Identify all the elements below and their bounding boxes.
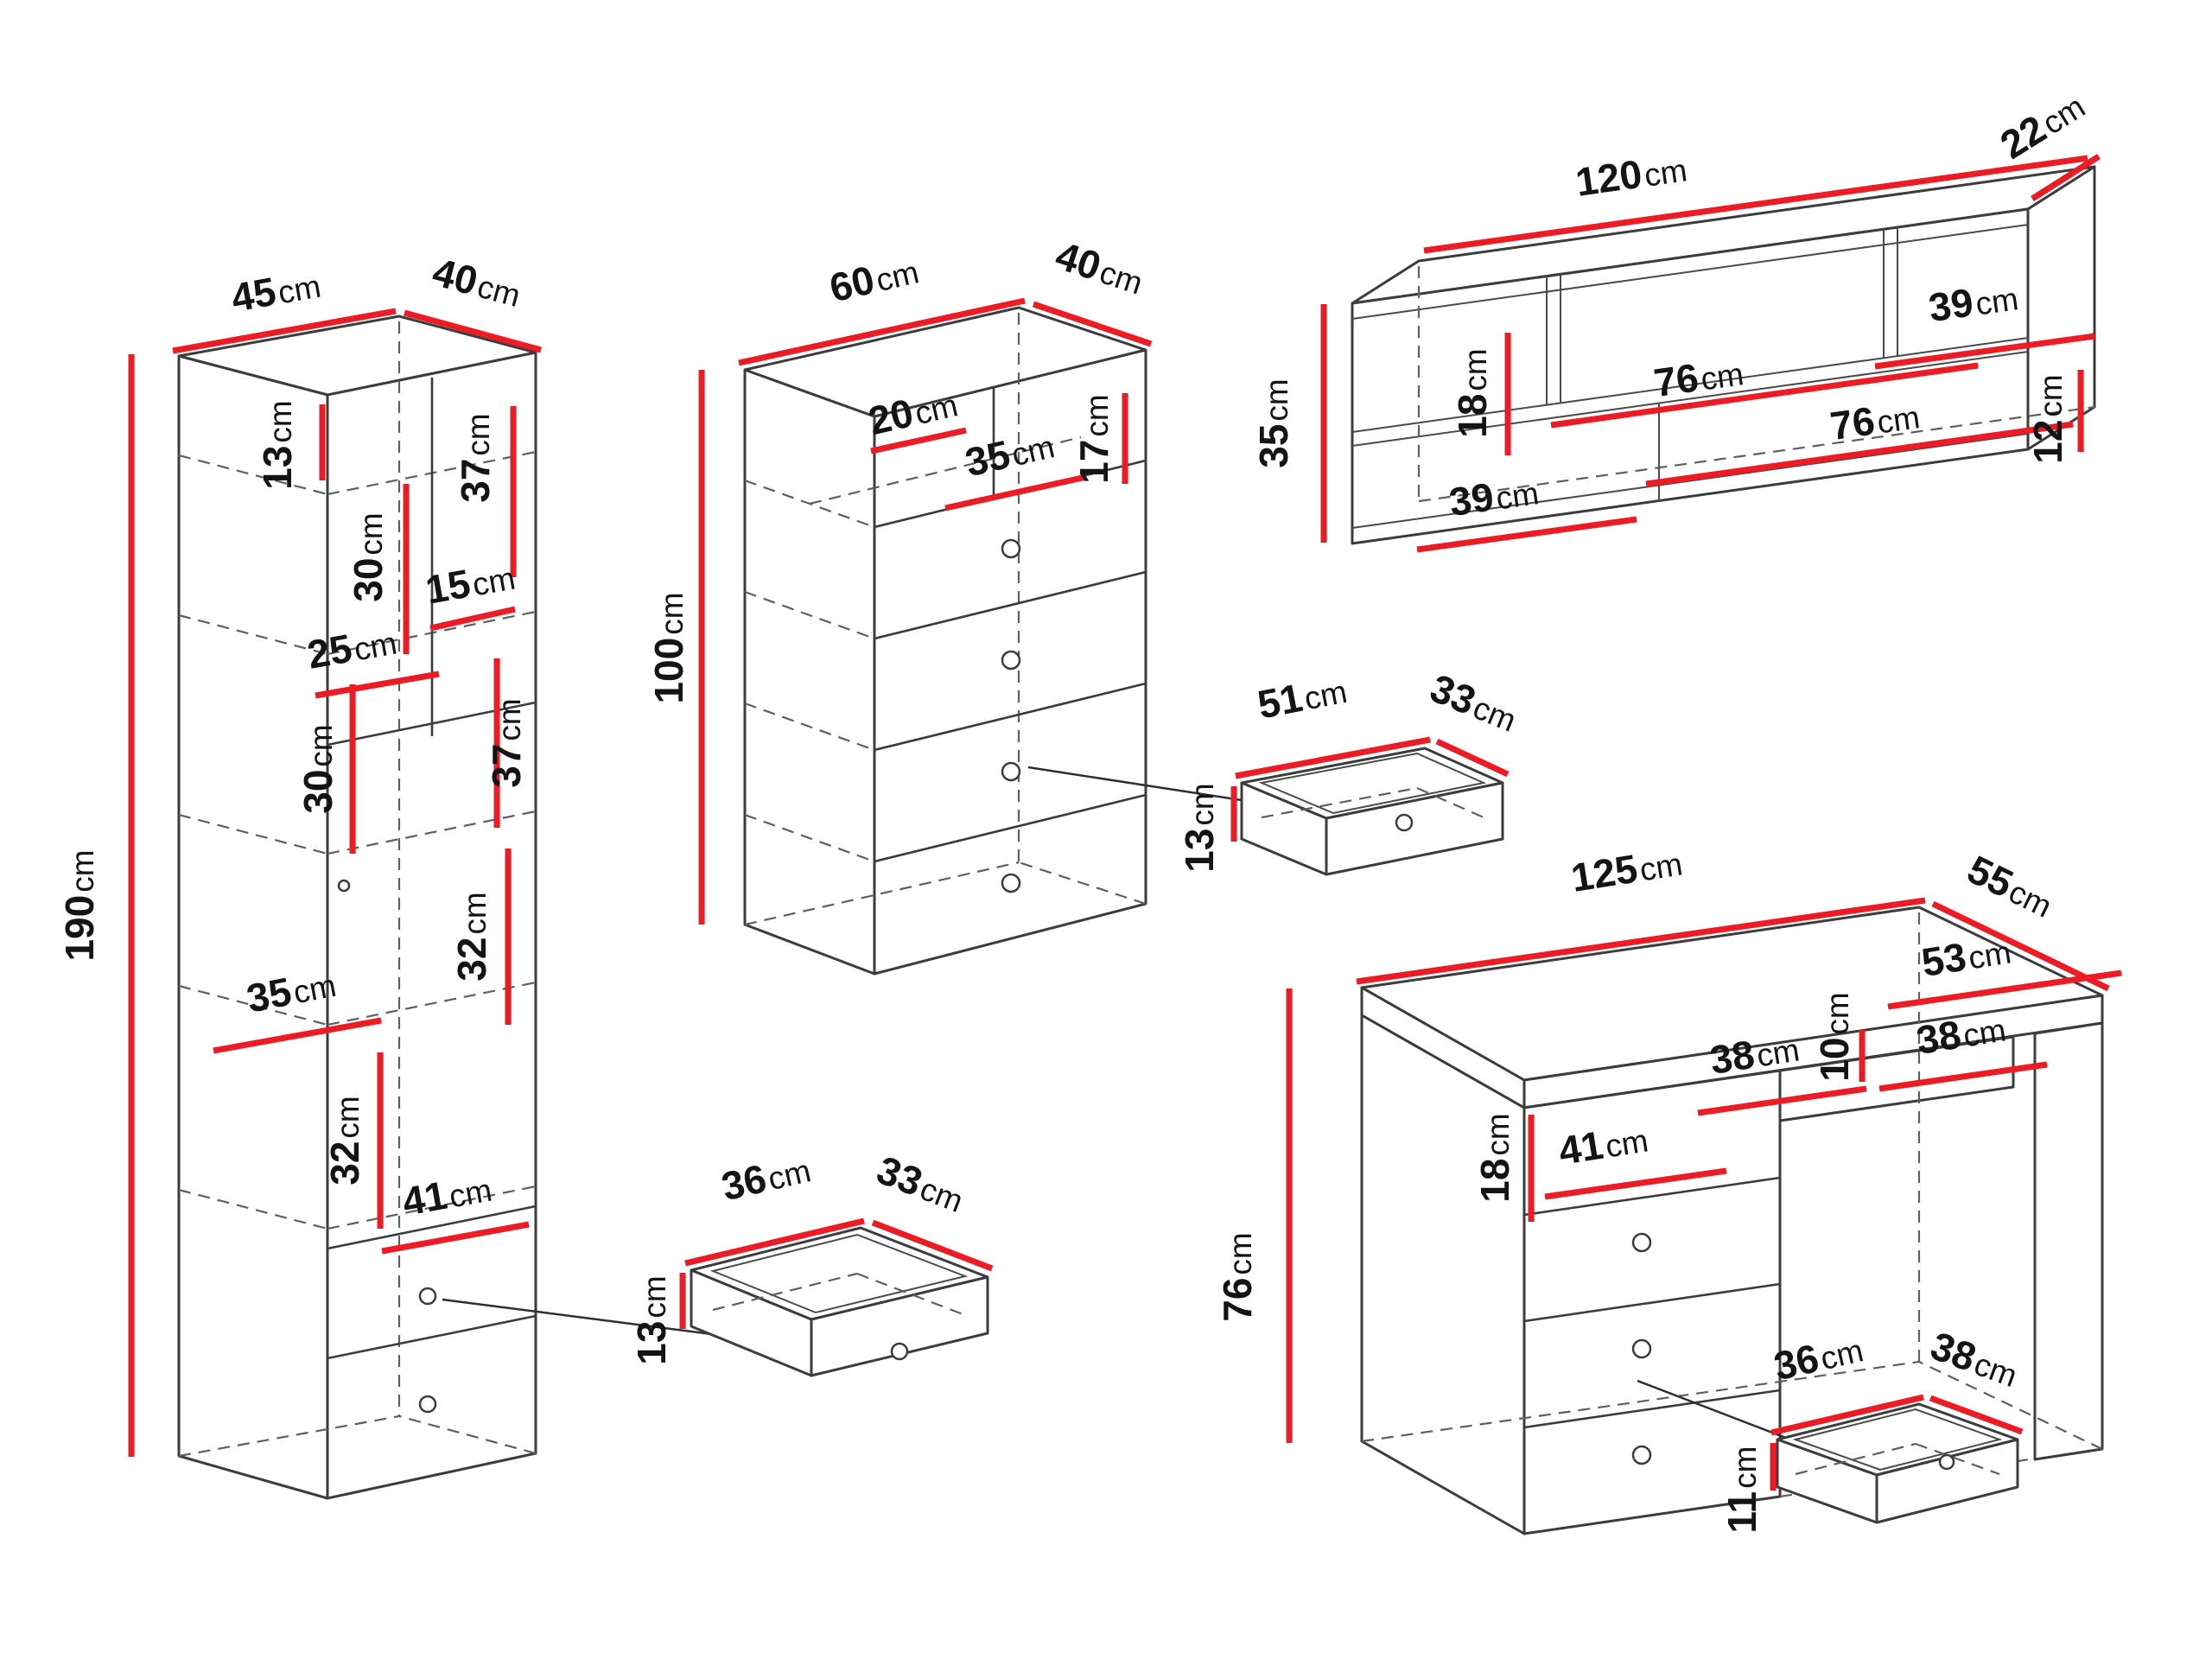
chest-drawer-side-face: [1240, 781, 1328, 876]
tall-cabinet-height-label: 190cm: [57, 849, 102, 961]
desk-right-leg-panel: [2033, 1021, 2104, 1461]
desk-dim-53-label: 53cm: [1918, 926, 2013, 985]
desk-dim-38-left-label: 38cm: [1707, 1024, 1802, 1083]
chest-drawer-dimension-lines: [1230, 736, 1510, 842]
desk-depth-label: 55cm: [1961, 847, 2061, 926]
tall-cabinet-dim-15-label: 15cm: [423, 553, 518, 613]
tall-cabinet-door-knob: [337, 879, 351, 893]
chest-drawer-height-label: 13cm: [1177, 783, 1222, 873]
desk-pedestal-dividers: [1523, 1176, 1781, 1429]
desk-drawer-handle-2: [1631, 1338, 1652, 1359]
desk-drawer-handle-3: [1631, 1445, 1652, 1465]
chest-drawer-inner-rim: [1258, 752, 1487, 815]
cabinet-drawer-dimension-lines: [679, 1217, 994, 1329]
tall-cabinet-dim-30-upper-label: 30cm: [346, 512, 391, 602]
cabinet-drawer-side-face: [690, 1268, 813, 1377]
chest-depth-label: 40cm: [1051, 232, 1150, 302]
desk-dim-41-label: 41cm: [1555, 1115, 1650, 1173]
chest-of-drawers: 60cm 40cm 100cm 20cm 35cm 17cm: [646, 232, 1153, 976]
tall-cabinet-dim-32-lower-label: 32cm: [322, 1096, 367, 1185]
cabinet-drawer-inner-rim: [709, 1233, 969, 1314]
chest-drawer-detail-handle: [1395, 813, 1414, 832]
tall-cabinet-dim-30-mid-label: 30cm: [296, 724, 340, 814]
desk-drawer-height-label: 11cm: [1719, 1446, 1764, 1534]
wall-shelf-depth-label: 22cm: [1993, 82, 2092, 168]
wall-shelf-hidden-edges: [1417, 266, 2095, 503]
chest-drawer-handle-4: [1001, 873, 1021, 893]
wall-shelf-dim-18-label: 18cm: [1450, 348, 1495, 438]
desk-drawer-width-label: 36cm: [1770, 1325, 1867, 1389]
chest-drawer-hidden-edges: [1261, 786, 1484, 819]
desk-dimension-lines: [1286, 897, 2122, 1443]
tall-cabinet-dim-41-label: 41cm: [399, 1165, 495, 1224]
desk-drawer-handle-1: [1631, 1232, 1652, 1253]
desk-drawer-detail-handle: [1938, 1453, 1955, 1471]
tall-cabinet-drawer-handle-2: [418, 1395, 437, 1414]
tall-cabinet-drawer-handle-1: [418, 1287, 437, 1306]
tall-cabinet-dim-13-label: 13cm: [255, 400, 300, 490]
chest-side-face: [743, 368, 876, 976]
chest-width-label: 60cm: [825, 246, 923, 310]
chest-drawer-width-label: 51cm: [1254, 666, 1351, 728]
desk-drawer-hidden-edges: [1795, 1442, 2000, 1476]
tall-cabinet-side-face: [177, 354, 329, 1500]
cabinet-drawer-height-label: 13cm: [629, 1275, 674, 1365]
desk-drawer-dimension-lines: [1770, 1394, 2024, 1491]
tall-cabinet: 45cm 40cm 190cm 13cm 37cm 30cm 15cm 25cm…: [57, 249, 542, 1500]
tall-cabinet-dim-35-label: 35cm: [243, 960, 340, 1021]
tall-cabinet-dimension-lines: [128, 308, 542, 1457]
chest-drawer-detail: 51cm 33cm 13cm: [1027, 665, 1523, 876]
wall-shelf-dimension-lines: [1320, 154, 2101, 553]
chest-dim-17-label: 17cm: [1071, 394, 1116, 484]
wall-shelf-dim-76-lower-label: 76cm: [1827, 391, 1923, 448]
chest-drawer-handle-1: [1001, 538, 1021, 559]
desk-width-label: 125cm: [1568, 838, 1686, 900]
wall-shelf-dim-39-top-label: 39cm: [1926, 273, 2021, 330]
desk-drawer-inner-rim: [1792, 1408, 2003, 1471]
tall-cabinet-dim-32-upper-label: 32cm: [449, 892, 494, 982]
chest-height-label: 100cm: [646, 592, 691, 703]
tall-cabinet-dim-37-mid-label: 37cm: [484, 698, 529, 788]
desk-dim-38-right-label: 38cm: [1913, 1004, 2008, 1063]
wall-shelf-dim-39-bottom-label: 39cm: [1446, 467, 1541, 524]
desk-drawer-depth-label: 38cm: [1925, 1323, 2024, 1395]
desk-dim-18-label: 18cm: [1472, 1113, 1517, 1203]
wall-shelf-width-label: 120cm: [1573, 144, 1689, 204]
chest-dimension-lines: [698, 297, 1153, 925]
wall-shelf-height-label: 35cm: [1251, 378, 1296, 468]
chest-drawer-depth-label: 33cm: [1424, 665, 1523, 741]
tall-cabinet-dim-25-label: 25cm: [304, 618, 400, 677]
wall-shelf-dim-12-label: 12cm: [2025, 374, 2070, 464]
cabinet-drawer-depth-label: 33cm: [871, 1147, 970, 1221]
desk-side-panel: [1360, 1014, 1526, 1535]
cabinet-drawer-hidden-edges: [712, 1272, 966, 1317]
tall-cabinet-depth-label: 40cm: [428, 249, 525, 315]
desk-dim-10-label: 10cm: [1812, 992, 1857, 1082]
chest-drawer-handle-2: [1001, 650, 1021, 671]
chest-drawer-handle-3: [1001, 761, 1021, 782]
tall-cabinet-width-label: 45cm: [228, 261, 324, 321]
cabinet-drawer-width-label: 36cm: [717, 1145, 815, 1209]
tall-cabinet-dim-37-upper-label: 37cm: [453, 413, 498, 503]
wall-shelf-dim-76-mid-label: 76cm: [1651, 348, 1746, 405]
desk-drawer-side-face: [1776, 1438, 1878, 1524]
cabinet-drawer-detail-handle: [890, 1342, 909, 1361]
wall-shelf-internal-edges: [1351, 224, 2029, 529]
desk-height-label: 76cm: [1215, 1232, 1260, 1322]
wall-shelf: 120cm 22cm 35cm 18cm 39cm 76cm 76cm 39cm…: [1251, 82, 2101, 553]
